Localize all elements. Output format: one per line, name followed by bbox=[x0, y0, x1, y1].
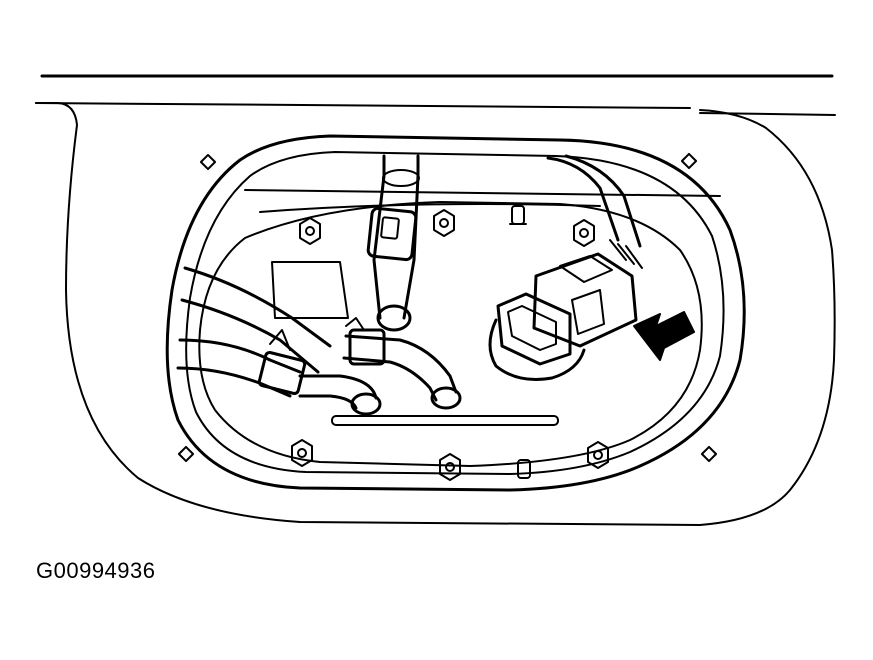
tube-nipple-right bbox=[432, 388, 460, 408]
body-panel-top-edge bbox=[36, 103, 690, 108]
access-hole-outer bbox=[167, 136, 744, 490]
main-fuel-hose bbox=[185, 268, 330, 346]
wire-harness bbox=[548, 158, 618, 240]
flange-slot bbox=[332, 416, 558, 425]
hose-cap bbox=[383, 170, 419, 186]
connector-latch bbox=[381, 217, 399, 239]
return-hose bbox=[180, 340, 300, 372]
flange-upper-line bbox=[245, 190, 720, 196]
connector-housing-face bbox=[498, 294, 570, 364]
locator-tab bbox=[682, 154, 696, 168]
locator-tab bbox=[702, 447, 716, 461]
retaining-nut bbox=[574, 220, 594, 246]
stud-bolt bbox=[510, 206, 526, 224]
quick-connector bbox=[368, 208, 417, 260]
return-hose-edge bbox=[178, 368, 290, 396]
main-fuel-hose-edge bbox=[182, 300, 318, 372]
pump-tube-left-edge bbox=[300, 396, 356, 408]
wire-harness-edge bbox=[566, 156, 640, 246]
retaining-nut bbox=[434, 210, 454, 236]
retaining-nut bbox=[440, 454, 460, 480]
hose-clamp bbox=[258, 352, 305, 395]
body-panel-outline bbox=[36, 103, 835, 525]
retaining-nut bbox=[588, 442, 608, 468]
gauge-bracket bbox=[272, 262, 348, 318]
mid-hose-edge bbox=[344, 358, 436, 400]
retaining-nut bbox=[292, 440, 312, 466]
locator-tab bbox=[201, 155, 215, 169]
connector-ribs bbox=[560, 256, 612, 334]
hose-clamp-tab bbox=[270, 330, 290, 350]
tube-nipple-top bbox=[378, 306, 410, 330]
stud-bolt bbox=[518, 460, 530, 478]
vertical-hose-right bbox=[404, 156, 418, 318]
electrical-connector-body bbox=[534, 254, 636, 346]
retaining-nut bbox=[300, 218, 320, 244]
mid-hose bbox=[346, 336, 456, 392]
connector-lock-tab bbox=[508, 306, 556, 350]
vertical-hose-left bbox=[374, 156, 384, 318]
flange-lower-line bbox=[260, 204, 600, 212]
locator-tab bbox=[179, 447, 193, 461]
hose-clamp-tab bbox=[346, 318, 364, 330]
pump-flange-plate bbox=[199, 202, 701, 466]
wire-harness-strands bbox=[610, 240, 642, 268]
access-hole-inner bbox=[186, 152, 723, 474]
hose-clamp bbox=[350, 330, 384, 364]
figure-id-label: G00994936 bbox=[36, 558, 156, 583]
pump-tube-left bbox=[300, 376, 376, 398]
body-panel-right-edge bbox=[700, 113, 835, 115]
tube-nipple-left bbox=[352, 394, 380, 414]
indicator-arrow bbox=[634, 312, 694, 360]
pump-bulb bbox=[490, 320, 584, 380]
